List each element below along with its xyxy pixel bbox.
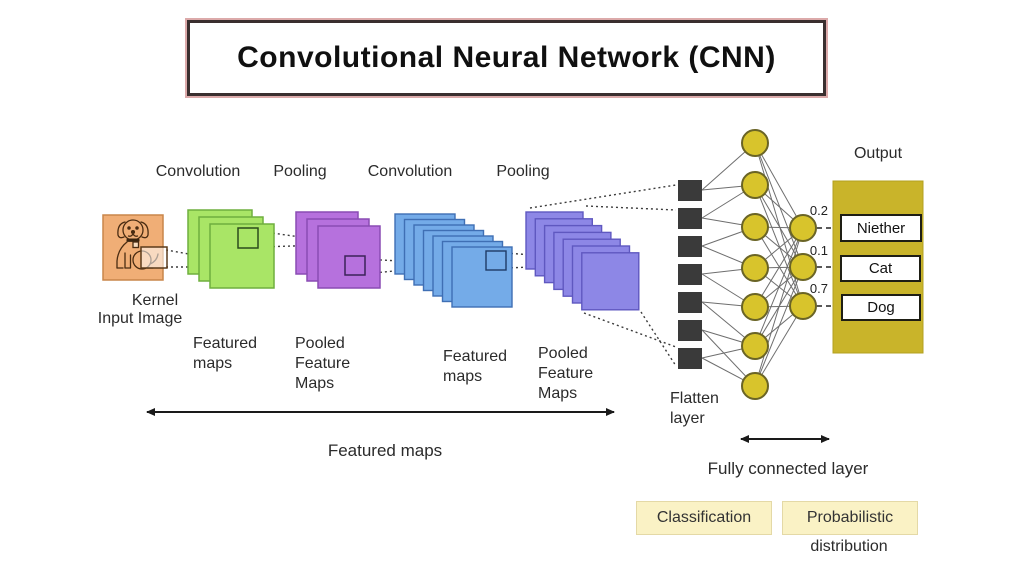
class-box-cat: Cat [840, 255, 921, 282]
hidden-layer-neurons [741, 129, 769, 400]
probability-dog: 0.7 [809, 281, 828, 296]
input-kernel-box [140, 246, 168, 269]
stage-label-convolution-2: Convolution [367, 163, 453, 180]
feature-map-stack-conv1 [187, 209, 275, 289]
probabilistic-box: Probabilistic [782, 501, 918, 535]
distribution-label: distribution [810, 538, 888, 555]
class-label-dog: Dog [867, 299, 895, 316]
output-title: Output [853, 145, 903, 162]
featured-maps-span-label: Featured maps [327, 441, 443, 460]
fully-connected-span-label: Fully connected layer [707, 459, 869, 478]
output-layer-neurons [789, 214, 817, 320]
class-box-dog: Dog [841, 294, 921, 321]
diagram-title: Convolutional Neural Network (CNN) [237, 41, 776, 74]
feature-map-stack-pool2 [525, 211, 640, 311]
class-label-cat: Cat [868, 260, 893, 277]
diagram-title-box: Convolutional Neural Network (CNN) [185, 18, 828, 98]
stage-label-pooling-1: Pooling [273, 163, 327, 180]
input-image-label: Input Image [97, 310, 183, 327]
feature-map-stack-conv2 [394, 213, 513, 308]
probability-cat: 0.1 [809, 243, 828, 258]
classification-label: Classification [656, 509, 752, 526]
conv2-maps-label: Featured maps [443, 348, 508, 385]
stage-label-pooling-2: Pooling [496, 163, 550, 180]
conv1-maps-label: Featured maps [193, 335, 258, 372]
feature-map-stack-pool1 [295, 211, 381, 289]
flatten-layer-label: Flatten layer [670, 390, 719, 427]
input-image [102, 214, 168, 281]
stage-label-convolution-1: Convolution [155, 163, 241, 180]
dog-illustration [116, 219, 159, 270]
class-box-niether: Niether [840, 214, 922, 242]
probabilistic-label: Probabilistic [806, 509, 894, 526]
probability-niether: 0.2 [809, 203, 828, 218]
pool2-maps-label: Pooled Feature Maps [538, 345, 594, 402]
flatten-layer-squares [678, 180, 702, 369]
neuron-to-output-dashes [817, 227, 834, 307]
class-label-niether: Niether [856, 219, 906, 237]
kernel-label: Kernel [131, 292, 179, 309]
pool1-maps-label: Pooled Feature Maps [295, 335, 351, 392]
classification-box: Classification [636, 501, 772, 535]
